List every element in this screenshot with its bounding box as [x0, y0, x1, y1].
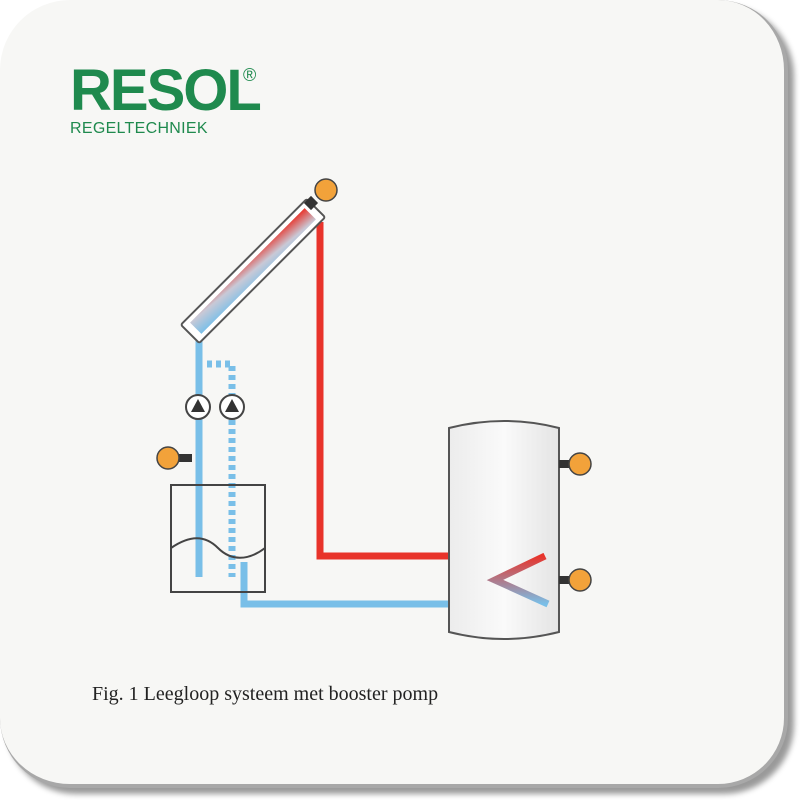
logo-registered-mark: ® [243, 65, 257, 85]
collector-sensor-icon [303, 178, 338, 211]
booster-pump-icon [219, 394, 245, 420]
tank-top-sensor-icon [559, 452, 592, 476]
solar-collector [180, 198, 326, 344]
logo-wordmark: RESOL [70, 58, 262, 123]
tank-heat-exchanger-coil [486, 552, 550, 608]
tank-bottom-sensor-icon [559, 568, 592, 592]
vessel-sensor-icon [156, 446, 192, 470]
drainback-vessel [170, 484, 266, 593]
cold-return-pipe [240, 562, 548, 608]
figure-card [0, 0, 788, 788]
logo-subtitle: REGELTECHNIEK [70, 120, 208, 137]
figure-caption: Fig. 1 Leegloop systeem met booster pomp [92, 683, 439, 705]
solar-pump-icon [185, 394, 211, 420]
booster-pump-dotted-pipe [207, 360, 236, 577]
storage-tank [448, 420, 560, 640]
